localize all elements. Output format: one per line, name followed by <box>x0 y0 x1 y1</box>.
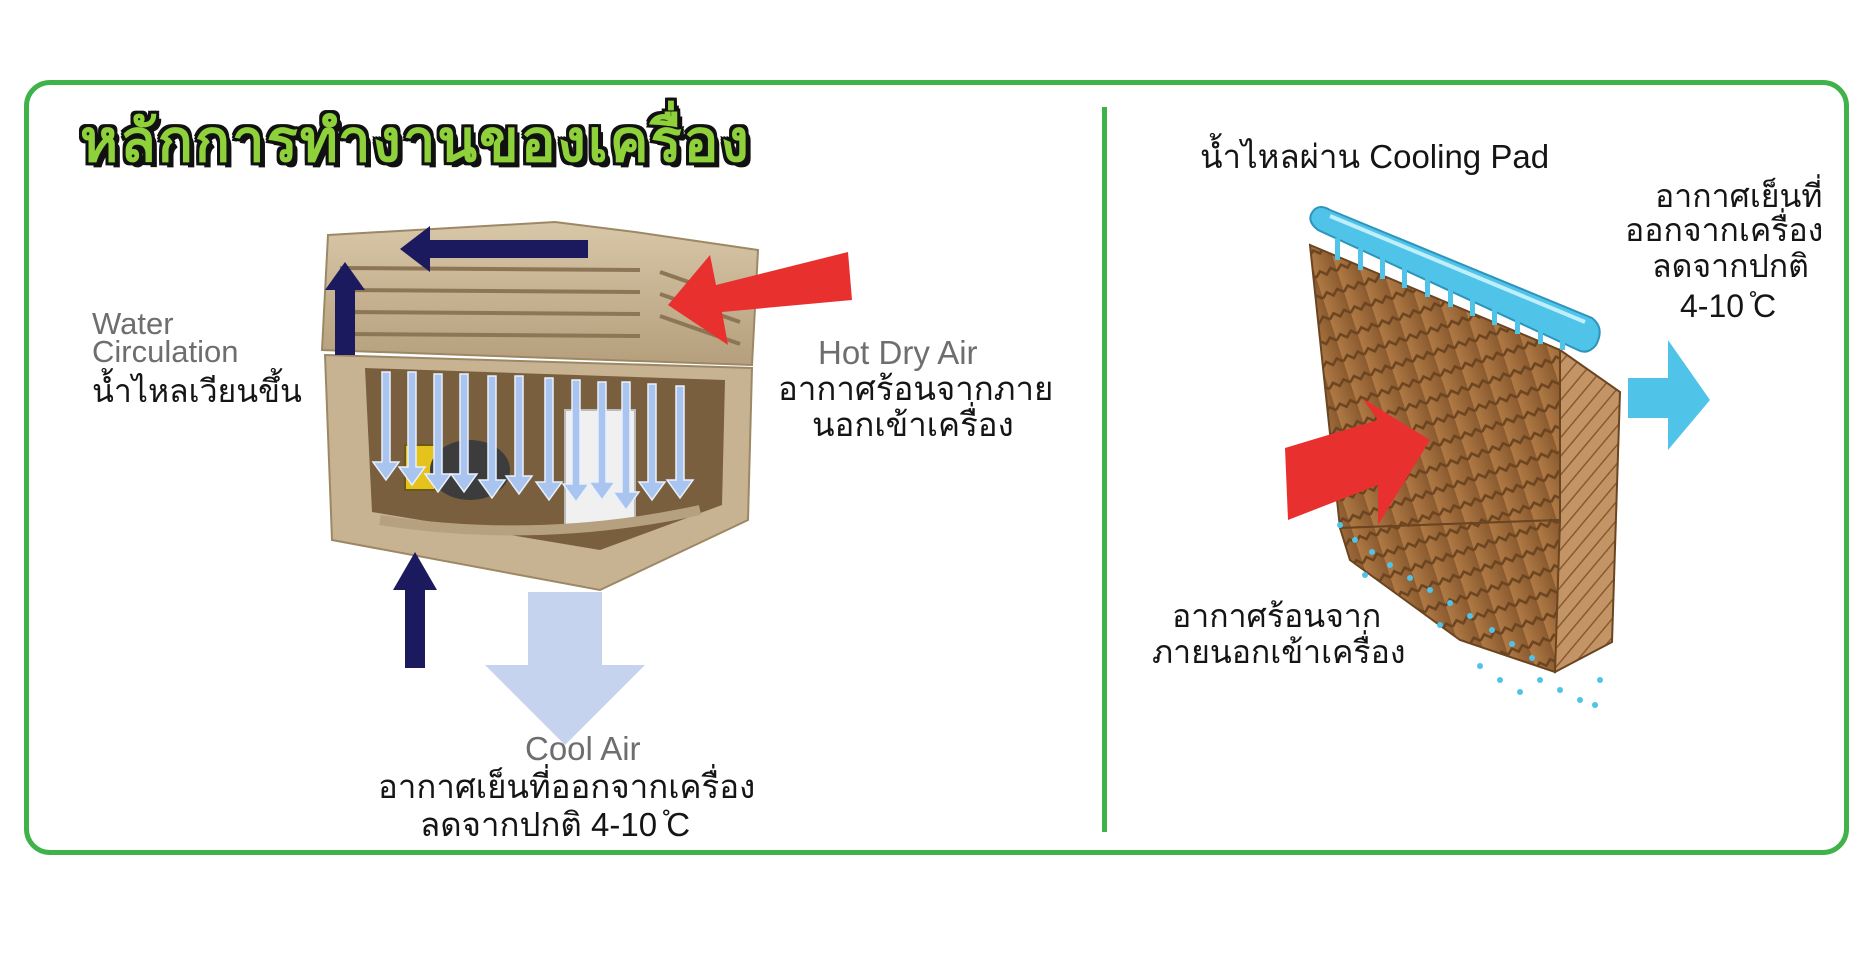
hot-dry-air-label-en: Hot Dry Air <box>818 334 978 371</box>
water-drops <box>1335 238 1603 708</box>
cool-out-label-4: 4-10 ̊C <box>1680 288 1777 324</box>
hot-air-arrow-pad <box>1285 398 1430 525</box>
water-circulation-label-th: น้ำไหลเวียนขึ้น <box>92 373 302 409</box>
hot-air-arrow <box>668 252 852 345</box>
hot-dry-air-label-th-1: อากาศร้อนจากภาย <box>778 370 1054 407</box>
internal-airflow-arrows <box>371 371 695 512</box>
hot-dry-air-label-th-2: นอกเข้าเครื่อง <box>812 406 1014 443</box>
water-pipe <box>1309 206 1601 353</box>
panel-divider <box>1102 107 1107 832</box>
water-flow-label: น้ำไหลผ่าน Cooling Pad <box>1200 138 1550 175</box>
cool-out-label-1: อากาศเย็นที่ <box>1655 178 1823 214</box>
cool-air-label-th-1: อากาศเย็นที่ออกจากเครื่อง <box>378 768 756 805</box>
page-title: หลักการทำงานของเครื่อง <box>80 107 751 175</box>
cool-out-label-3: ลดจากปกติ <box>1652 248 1809 284</box>
water-circulation-label-en-1: Water <box>92 306 174 341</box>
cool-air-arrow <box>485 592 645 745</box>
cool-air-arrow-pad <box>1628 340 1710 450</box>
cool-out-label-2: ออกจากเครื่อง <box>1625 212 1824 248</box>
water-circulation-arrow <box>325 226 588 668</box>
cool-air-label-th-2: ลดจากปกติ 4-10 ̊C <box>420 806 691 843</box>
cool-air-label-en: Cool Air <box>525 730 641 767</box>
hot-in-label-1: อากาศร้อนจาก <box>1172 598 1382 634</box>
hot-in-label-2: ภายนอกเข้าเครื่อง <box>1152 634 1406 670</box>
water-circulation-label-en-2: Circulation <box>92 334 239 369</box>
